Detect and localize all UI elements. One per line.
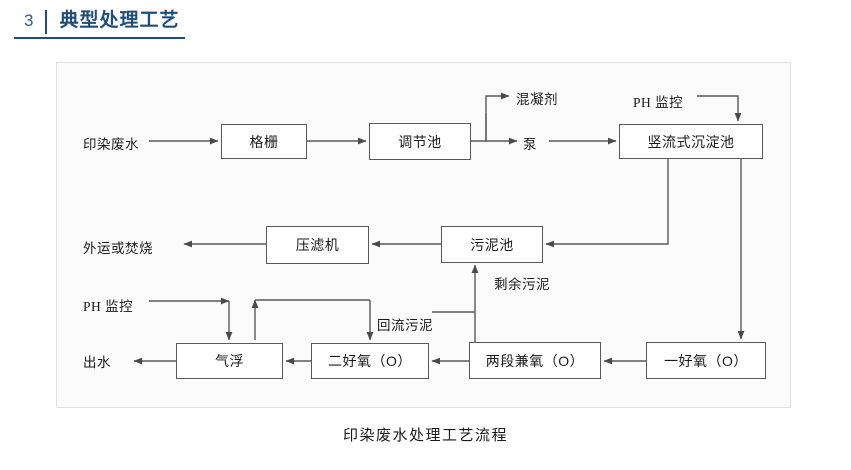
label-excess-sludge: 剩余污泥 bbox=[494, 277, 550, 292]
label-haul-or-incinerate: 外运或焚烧 bbox=[83, 241, 153, 256]
node-filter-press[interactable]: 压滤机 bbox=[266, 226, 369, 264]
node-grid[interactable]: 格栅 bbox=[221, 124, 307, 159]
page-title: 典型处理工艺 bbox=[59, 10, 180, 31]
label-return-sludge: 回流污泥 bbox=[377, 318, 433, 333]
node-sludge-tank[interactable]: 污泥池 bbox=[441, 226, 543, 263]
section-header: 3 典型处理工艺 bbox=[0, 0, 851, 50]
label-ph-monitor-top: PH 监控 bbox=[633, 95, 684, 110]
node-vertical-flow-settler[interactable]: 竖流式沉淀池 bbox=[619, 124, 763, 159]
section-number: 3 bbox=[24, 11, 34, 30]
header-divider bbox=[45, 10, 48, 34]
node-equalization-tank[interactable]: 调节池 bbox=[369, 123, 471, 160]
flowchart-connectors bbox=[133, 92, 745, 365]
label-coagulant: 混凝剂 bbox=[516, 92, 558, 107]
label-effluent: 出水 bbox=[83, 355, 111, 370]
node-two-stage-anoxic[interactable]: 两段兼氧（O） bbox=[469, 342, 601, 379]
label-pump: 泵 bbox=[523, 137, 537, 152]
node-second-aerobic[interactable]: 二好氧（O） bbox=[311, 343, 429, 379]
node-first-aerobic[interactable]: 一好氧（O） bbox=[646, 342, 766, 379]
flowchart-figure: 格栅 调节池 竖流式沉淀池 压滤机 污泥池 气浮 二好氧（O） 两段兼氧（O） … bbox=[56, 62, 791, 408]
header-inner: 3 典型处理工艺 bbox=[14, 8, 186, 39]
node-air-flotation[interactable]: 气浮 bbox=[176, 343, 283, 379]
label-influent: 印染废水 bbox=[83, 137, 139, 152]
figure-caption: 印染废水处理工艺流程 bbox=[342, 427, 508, 444]
label-ph-monitor-bottom: PH 监控 bbox=[83, 299, 134, 314]
